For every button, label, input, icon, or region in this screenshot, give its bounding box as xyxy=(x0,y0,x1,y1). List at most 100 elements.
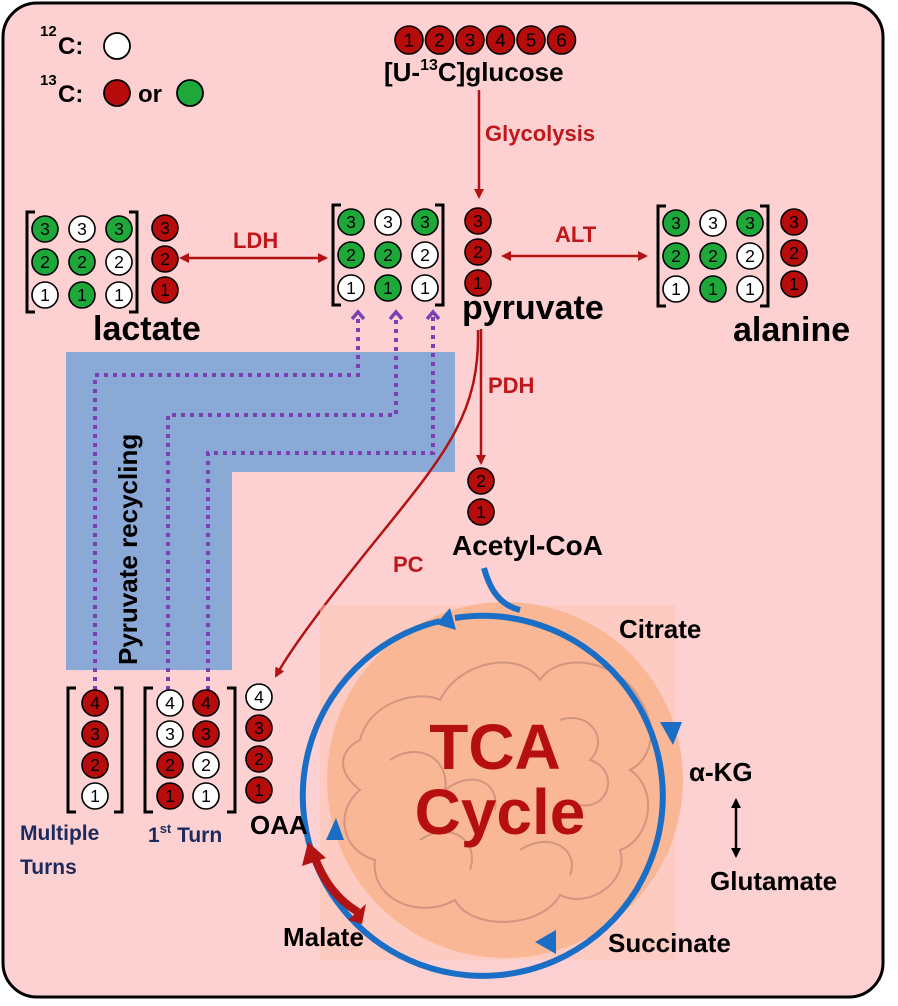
ldh-label: LDH xyxy=(233,228,278,253)
pc-arrow xyxy=(274,329,480,678)
tca-arrowhead-top xyxy=(436,608,456,630)
lactate-labeled-carbon: 2 xyxy=(151,245,179,273)
lactate-carbon-number: 1 xyxy=(77,285,87,305)
alanine-carbon-number: 1 xyxy=(708,279,718,299)
oaa-multiple-carbon-number: 1 xyxy=(90,786,100,806)
alanine-carbon: 2 xyxy=(736,242,764,270)
first-turn-label-post: Turn xyxy=(171,824,222,847)
oaa-first-left-carbon: 4 xyxy=(156,689,184,717)
glucose-carbon: 6 xyxy=(546,25,577,55)
pyruvate-carbon-number: 3 xyxy=(383,212,393,232)
oaa-first-right-carbon: 3 xyxy=(192,720,220,748)
oaa-carbon: 4 xyxy=(245,683,273,711)
pyruvate-carbon: 1 xyxy=(411,274,439,302)
pyruvate-carbon-number: 3 xyxy=(346,212,356,232)
oaa-multiple-carbon: 2 xyxy=(81,751,109,779)
akg-label: α-KG xyxy=(689,757,753,787)
oaa-first-left-carbon-number: 3 xyxy=(165,724,175,744)
oaa-label: OAA xyxy=(250,810,308,840)
lactate-carbon-number: 3 xyxy=(40,219,50,239)
legend-c12-circle xyxy=(103,32,131,60)
acetyl-coa-carbon-number: 1 xyxy=(476,502,486,522)
glucose-label-post: C]glucose xyxy=(438,57,564,87)
pyruvate-recycling-label: Pyruvate recycling xyxy=(113,434,143,665)
pdh-label: PDH xyxy=(488,373,534,398)
acetylcoa-entry-arrow xyxy=(481,567,521,613)
lactate-labeled-carbon-number: 2 xyxy=(160,249,170,269)
alt-label: ALT xyxy=(555,222,597,247)
pyruvate-carbon: 1 xyxy=(374,274,402,302)
malate-label: Malate xyxy=(283,922,364,952)
oaa-carbon: 2 xyxy=(245,745,273,773)
alanine-carbon-number: 2 xyxy=(671,246,681,266)
acetyl-coa-carbons: 21 xyxy=(467,467,495,526)
oaa-malate-arrowhead-top xyxy=(302,842,326,866)
alanine-labeled-carbon: 1 xyxy=(780,270,808,298)
oaa-multiple-carbon: 3 xyxy=(81,720,109,748)
pyruvate-labeled-carbon: 1 xyxy=(464,269,492,297)
legend-c13-label: C: xyxy=(58,81,83,108)
lactate-labeled-carbon: 3 xyxy=(151,214,179,242)
tca-ring-path xyxy=(299,612,666,979)
lactate-labeled-carbon-number: 3 xyxy=(160,218,170,238)
oaa-carbon: 1 xyxy=(245,776,273,804)
alanine-carbon: 3 xyxy=(699,209,727,237)
lactate-label: lactate xyxy=(93,310,201,348)
pyruvate-carbon-number: 1 xyxy=(420,278,430,298)
oaa-first-left-carbon: 1 xyxy=(156,782,184,810)
lactate-carbon: 2 xyxy=(105,248,133,276)
legend-or: or xyxy=(138,81,162,108)
citrate-label: Citrate xyxy=(619,614,701,644)
glucose-carbon: 1 xyxy=(394,25,424,55)
alanine-labeled-carbon: 3 xyxy=(780,208,808,236)
oaa-multiple-carbon: 1 xyxy=(81,782,109,810)
lactate-carbon: 3 xyxy=(105,215,133,243)
pyruvate-labeled-carbon-number: 1 xyxy=(473,273,483,293)
pyruvate-labeled-carbon: 3 xyxy=(464,207,492,235)
acetyl-coa-carbon: 1 xyxy=(467,498,495,526)
alanine-carbon-number: 3 xyxy=(671,213,681,233)
alanine-carbon: 2 xyxy=(662,242,690,270)
succinate-label: Succinate xyxy=(608,928,731,958)
lactate-carbon-number: 2 xyxy=(114,252,124,272)
lactate-labeled-carbon: 1 xyxy=(151,276,179,304)
pyruvate-carbon-number: 2 xyxy=(346,245,356,265)
legend-c13-green-circle xyxy=(176,79,204,107)
oaa-first-right-carbon-number: 3 xyxy=(201,724,211,744)
glutamate-label: Glutamate xyxy=(710,866,837,896)
pyruvate-bracket xyxy=(331,203,445,307)
alanine-bracket xyxy=(656,204,770,308)
lactate-carbon: 3 xyxy=(68,215,96,243)
recycling-band xyxy=(66,352,455,670)
glucose-carbon-number: 4 xyxy=(495,30,506,51)
pyruvate-carbon: 1 xyxy=(337,274,365,302)
pyruvate-labeled-carbon-number: 2 xyxy=(473,242,483,262)
oaa-multiple-carbon-number: 4 xyxy=(90,693,100,713)
oaa-first-left-carbon: 2 xyxy=(156,751,184,779)
lactate-carbon: 2 xyxy=(31,248,59,276)
oaa-carbon-number: 2 xyxy=(254,749,264,769)
pyruvate-carbon: 3 xyxy=(411,208,439,236)
lactate-carbon: 1 xyxy=(68,281,96,309)
glucose-label-iso: 13 xyxy=(420,57,438,74)
oaa-first-left-carbon: 3 xyxy=(156,720,184,748)
glucose-carbon-number: 2 xyxy=(434,30,445,51)
glucose-carbon: 2 xyxy=(424,25,455,55)
first-turn-label-sup: st xyxy=(160,821,172,836)
tca-arrowheads xyxy=(326,608,682,954)
tca-arrowhead-left xyxy=(326,818,344,840)
first-turn-bracket xyxy=(143,686,237,814)
alanine-carbon-number: 2 xyxy=(745,246,755,266)
lactate-carbon-number: 1 xyxy=(114,285,124,305)
pathway-arrows xyxy=(179,90,648,678)
glucose-carbon: 4 xyxy=(485,25,516,55)
pyruvate-carbon: 3 xyxy=(337,208,365,236)
glucose-carbon-number: 6 xyxy=(556,30,567,51)
pyruvate-labeled-carbon-number: 3 xyxy=(473,211,483,231)
lactate-carbon-number: 1 xyxy=(40,285,50,305)
lactate-bracket xyxy=(25,210,139,314)
pyruvate-label: pyruvate xyxy=(462,289,604,327)
